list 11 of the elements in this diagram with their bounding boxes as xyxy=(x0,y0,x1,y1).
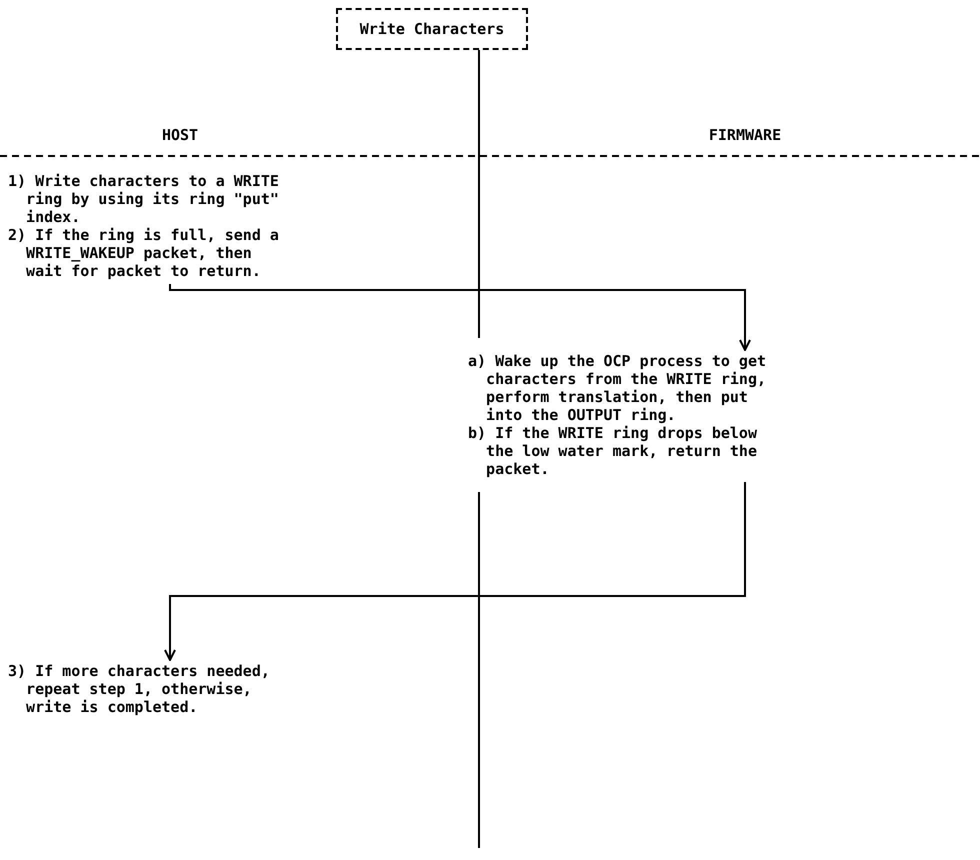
step-text: a) Wake up the OCP process to get characters from the WRITE ring, perform translation, then put into the OUTPUT ring. xyxy=(468,352,768,424)
column-heading: HOST xyxy=(160,126,200,144)
column-heading: FIRMWARE xyxy=(708,126,782,144)
step-text: 1) Write characters to a WRITE ring by using its ring "put" index. xyxy=(8,172,280,226)
step-text: 3) If more characters needed, repeat step 1, otherwise, write is completed. xyxy=(8,662,271,716)
connector-arrow xyxy=(164,482,746,661)
step-text: b) If the WRITE ring drops below the low water mark, return the packet. xyxy=(468,424,758,478)
step-text: 2) If the ring is full, send a WRITE_WAKEUP packet, then wait for packet to return. xyxy=(8,226,280,280)
title-text: Write Characters xyxy=(360,20,504,38)
connector-arrow xyxy=(169,284,751,351)
title-box xyxy=(336,8,528,50)
